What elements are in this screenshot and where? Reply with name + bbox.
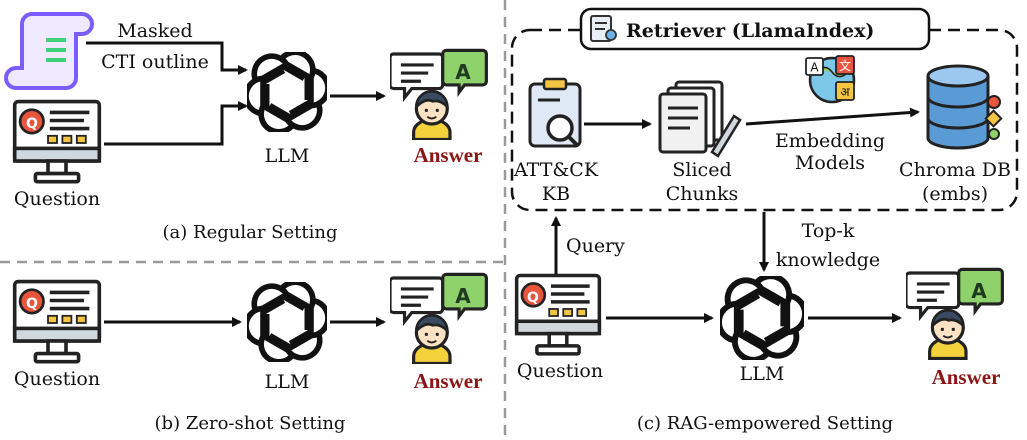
attack-kb-icon [528,77,582,148]
kb-label-line1: ATT&CK [513,159,599,181]
embedding-label-line1: Embedding [775,130,885,152]
question-monitor-icon [12,99,102,184]
answer-bubble-letter: A [455,60,471,84]
translate-glyph-cjk: 文 [839,58,851,73]
question-monitor-icon [514,273,602,356]
translate-icon: A 文 अ [805,55,856,104]
answerer-icon [390,48,488,140]
llm-icon [240,280,335,365]
question-label: Question [14,188,100,210]
question-monitor-icon [12,279,102,364]
llm-icon [712,274,812,363]
monitor-q-letter: Q [26,296,38,312]
caption-zero-shot: (b) Zero-shot Setting [155,413,346,434]
monitor-q-letter: Q [527,290,539,306]
query-label: Query [566,235,625,257]
caption-rag: (c) RAG-empowered Setting [637,413,893,434]
llm-label: LLM [265,145,310,167]
embedding-label-line2: Models [795,152,865,174]
retriever-doc-icon [590,15,617,42]
llm-icon [240,50,335,135]
panel-rag-setting: Retriever (LlamaIndex) ATT&CK KB Sliced … [510,7,1019,434]
kb-label-line2: KB [542,183,570,205]
answer-label: Answer [414,369,483,393]
translate-glyph-devanagari: अ [840,85,850,99]
sliced-chunks-icon [658,80,742,158]
topk-label-line2: knowledge [776,249,880,271]
chunks-label-line1: Sliced [672,159,731,181]
caption-regular: (a) Regular Setting [163,222,338,243]
translate-glyph-latin: A [810,61,819,75]
answer-label: Answer [932,365,1001,389]
llm-label: LLM [740,363,785,385]
question-label: Question [517,360,603,382]
question-to-llm-arrow [104,101,248,146]
db-label-line2: (embs) [922,183,988,205]
chunks-label-line2: Chunks [666,183,739,205]
cti-outline-label: CTI outline [101,51,209,73]
answerer-icon [906,267,1005,360]
panel-zero-shot-setting: Question LLM Answer (b) Zero-shot Settin… [12,272,488,434]
answerer-icon [390,272,488,364]
icon-letters: A A A Q Q Q [26,60,987,312]
answer-bubble-letter: A [455,284,471,308]
question-label: Question [14,368,100,390]
db-label-line1: Chroma DB [899,159,1011,181]
cti-to-llm-arrow [86,41,248,75]
answer-label: Answer [414,143,483,167]
chroma-db-icon [926,64,1003,150]
llm-label: LLM [265,371,310,393]
answer-bubble-letter: A [971,279,987,303]
cti-scroll-icon [4,12,94,90]
retriever-title: Retriever (LlamaIndex) [626,20,874,42]
chunks-to-db-arrow [745,107,920,126]
retriever-title-pill: Retriever (LlamaIndex) [579,7,931,51]
monitor-q-letter: Q [26,116,38,132]
panel-regular-setting: Masked CTI outline Question LLM Answer (… [4,12,488,243]
topk-label-line1: Top-k [802,220,855,242]
masked-label: Masked [117,20,192,42]
